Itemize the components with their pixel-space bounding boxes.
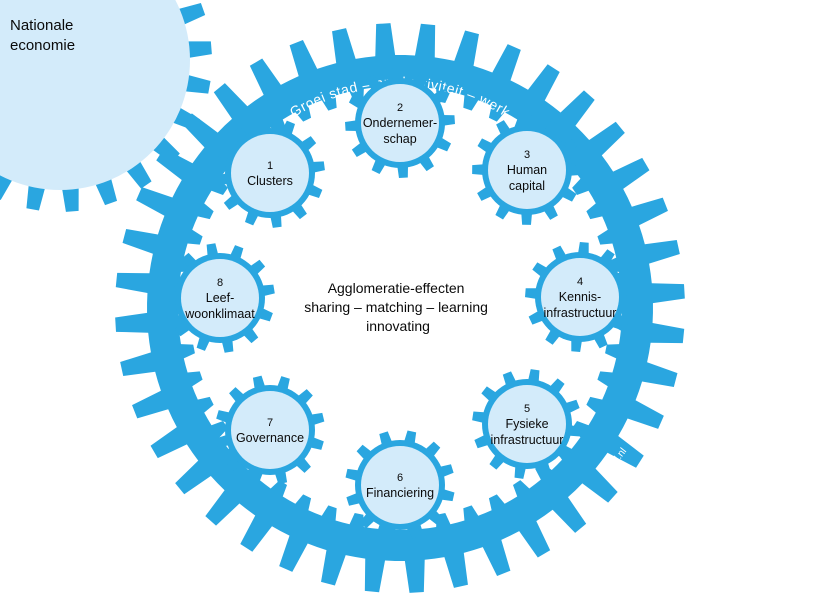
gear-7-face [231, 391, 309, 469]
national-economy-gear: Nationale economie [0, 0, 212, 212]
gear-1-text-line-1: Clusters [247, 174, 293, 188]
national-economy-label-line-2: economie [10, 37, 75, 54]
gear-2-text-line-1: Ondernemer- [363, 116, 437, 130]
national-economy-label: Nationale economie [10, 17, 78, 54]
gear-6-number: 6 [397, 472, 403, 484]
gear-7-number: 7 [267, 417, 273, 429]
gear-2-number: 2 [397, 102, 403, 114]
center-label-line-1: Agglomeratie-effecten [328, 280, 465, 296]
gear-8-text-line-1: Leef- [206, 291, 235, 305]
gear-2-text-line-2: schap [383, 132, 416, 146]
gear-5-text-line-2: infrastructuur [491, 433, 564, 447]
gear-1-number: 1 [267, 160, 273, 172]
gear-2-face [361, 84, 439, 162]
center-label-line-2: sharing – matching – learning [304, 299, 488, 315]
gear-8-number: 8 [217, 277, 223, 289]
gear-4-text-line-1: Kennis- [559, 290, 601, 304]
gear-3-text-line-2: capital [509, 179, 545, 193]
national-economy-label-line-1: Nationale [10, 17, 73, 34]
gear-4-text-line-2: infrastructuur [544, 306, 617, 320]
national-gear-body [0, 0, 190, 190]
gear-3-face [488, 131, 566, 209]
gear-1-face [231, 134, 309, 212]
gear-8-face [181, 259, 259, 337]
center-label-line-3: innovating [366, 318, 430, 334]
gear-4-number: 4 [577, 276, 583, 288]
gear-3-text-line-1: Human [507, 163, 547, 177]
gear-7-text-line-1: Governance [236, 431, 304, 445]
gear-6-face [361, 446, 439, 524]
center-label: Agglomeratie-effecten sharing – matching… [304, 280, 492, 334]
gear-5-face [488, 385, 566, 463]
gear-8-text-line-2: woonklimaat [184, 307, 255, 321]
gear-5-text-line-1: Fysieke [505, 417, 548, 431]
gear-5-number: 5 [524, 403, 530, 415]
gear-4-face [541, 258, 619, 336]
gear-6-text-line-1: Financiering [366, 486, 434, 500]
gear-3-number: 3 [524, 149, 530, 161]
